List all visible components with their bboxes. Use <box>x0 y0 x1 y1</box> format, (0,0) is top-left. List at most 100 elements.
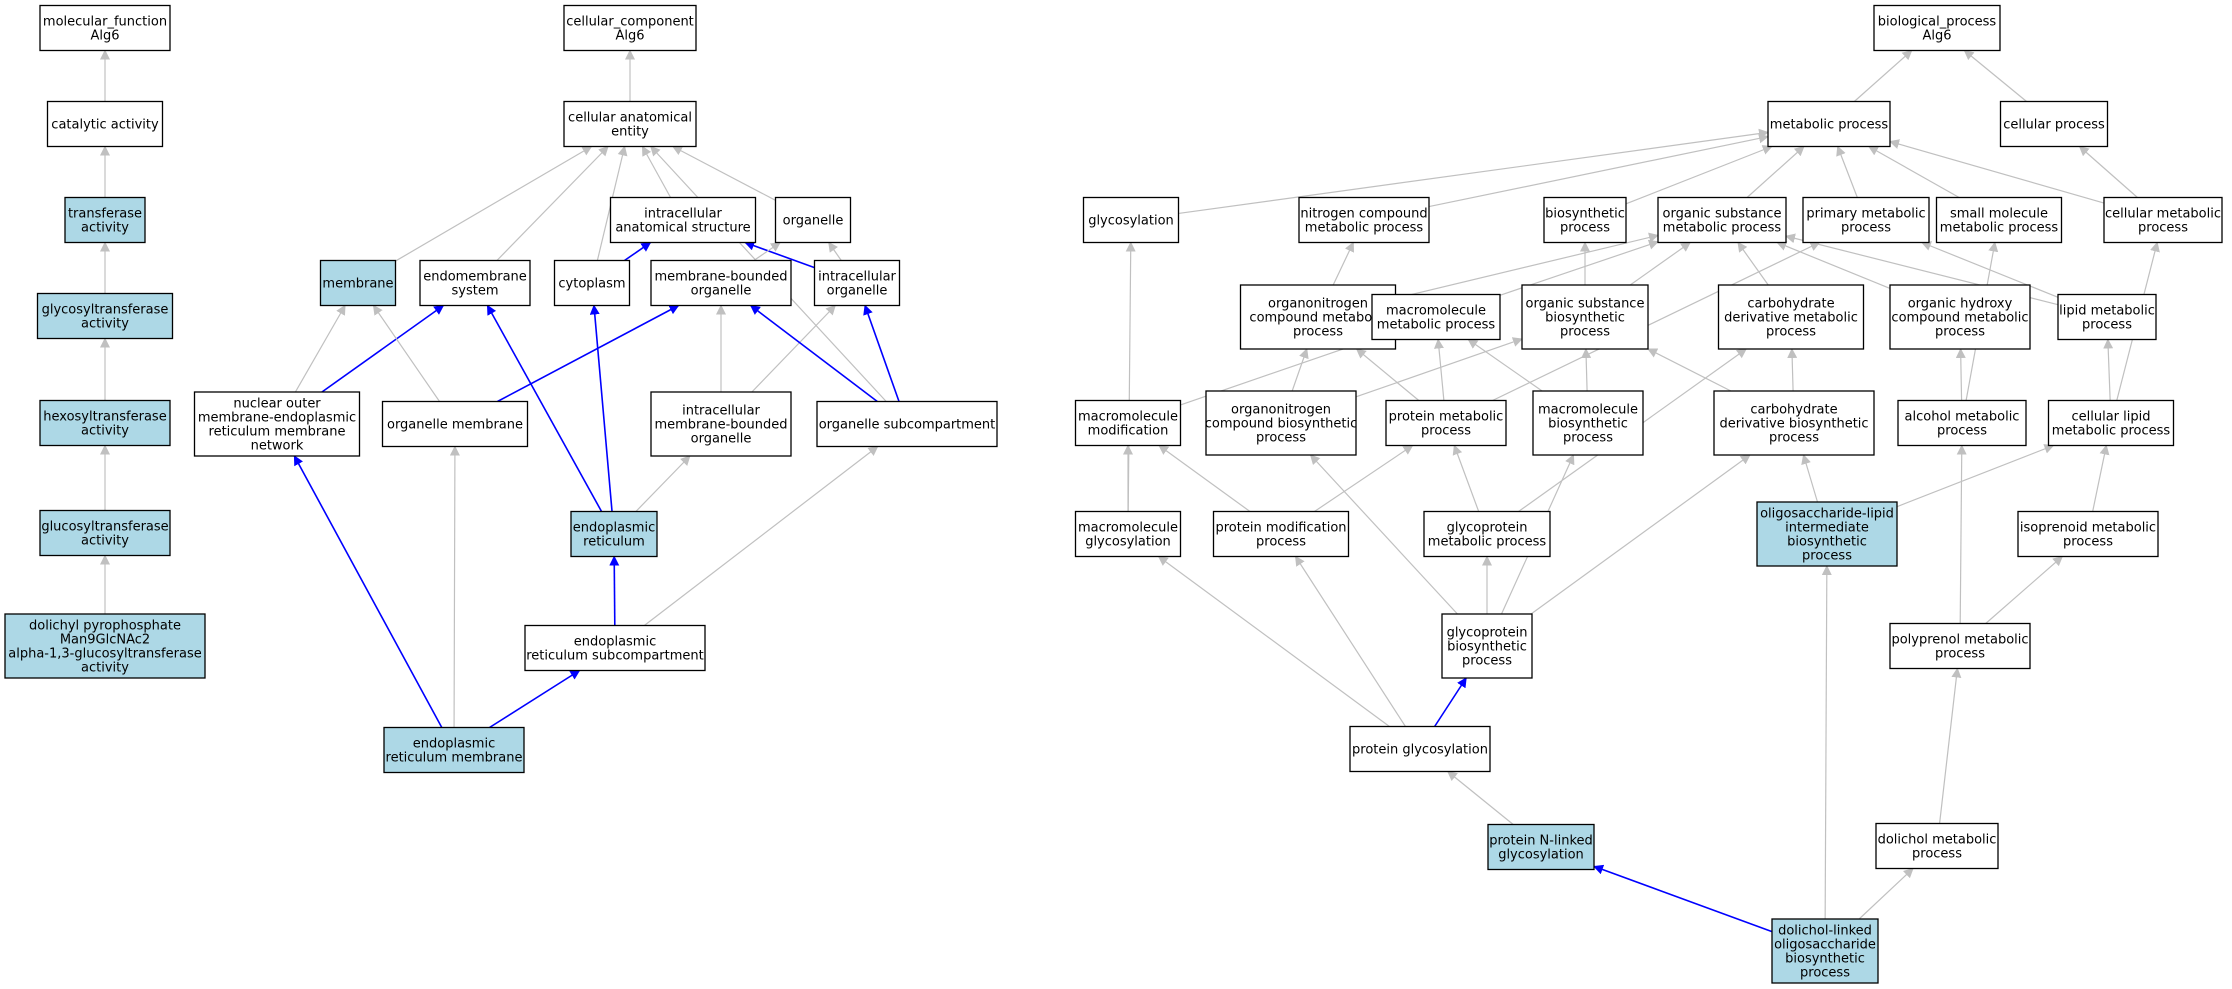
edge-dlobp-to-protnglyc <box>1593 864 1773 933</box>
node-label-line: Alg6 <box>615 29 644 44</box>
node-nuclearouter[interactable]: nuclear outermembrane-endoplasmicreticul… <box>193 391 361 457</box>
edge-protmod-to-protmp <box>1314 444 1414 512</box>
node-box <box>1521 284 1649 350</box>
node-label-line: lipid metabolic <box>2059 304 2155 319</box>
node-box <box>1875 822 1999 870</box>
node-box <box>774 196 852 244</box>
edge-protglyc-to-protmod <box>1295 555 1406 727</box>
node-orgsub[interactable]: organelle subcompartment <box>816 400 998 448</box>
edge-alcoholmp-to-ohcmp <box>1955 348 1966 401</box>
node-label-line: cellular_component <box>566 15 694 30</box>
edge-orgmem-to-membrane <box>372 304 441 402</box>
node-cytoplasm[interactable]: cytoplasm <box>553 259 631 307</box>
edge-orgmem-to-mbo <box>497 304 680 403</box>
node-label-line: dolichol metabolic <box>1878 833 1997 848</box>
node-box <box>36 292 174 340</box>
edge-ermem-to-ersub <box>489 669 581 729</box>
node-cellproc[interactable]: cellular process <box>1999 100 2109 148</box>
edge-isoprenoidmp-to-celllipidmp <box>2092 444 2110 512</box>
edge-er-to-endomembrane <box>486 304 603 512</box>
node-membrane[interactable]: membrane <box>319 259 397 307</box>
node-box <box>39 4 171 52</box>
edge-ersub-to-orgsub <box>643 445 879 626</box>
node-box <box>570 510 658 558</box>
node-label-line: dolichol-linked <box>1778 924 1872 939</box>
node-label-line: process <box>1256 431 1306 446</box>
node-orgmem[interactable]: organelle membrane <box>381 400 529 448</box>
edge-cdbp-to-cdmp <box>1787 348 1798 392</box>
node-label-line: catalytic activity <box>51 118 159 133</box>
node-metab[interactable]: metabolic process <box>1767 100 1891 148</box>
edge-ohcmp-to-osmp <box>1776 241 1891 290</box>
node-organelle[interactable]: organelle <box>774 196 852 244</box>
node-label-line: organelle subcompartment <box>819 418 996 433</box>
node-olibp[interactable]: oligosaccharide-lipidintermediatebiosynt… <box>1756 501 1898 567</box>
node-label-line: process <box>1766 325 1816 340</box>
node-protglyc[interactable]: protein glycosylation <box>1349 725 1491 773</box>
edge-polyprenolmp-to-alcoholmp <box>1956 444 1967 624</box>
node-label-line: network <box>251 439 304 454</box>
node-label-line: organic substance <box>1526 297 1645 312</box>
node-dlobp[interactable]: dolichol-linkedoligosaccharidebiosynthet… <box>1771 918 1879 984</box>
node-label-line: process <box>1800 966 1850 981</box>
node-label-line: organelle <box>783 214 844 229</box>
node-label-line: nitrogen compound <box>1300 207 1427 222</box>
node-glycosylation[interactable]: glycosylation <box>1082 196 1180 244</box>
node-dolichylpp[interactable]: dolichyl pyrophosphateMan9GlcNAc2alpha-1… <box>4 613 206 679</box>
edge-polyprenolmp-to-isoprenoidmp <box>1985 555 2064 624</box>
edge-oncmp-to-ncmp <box>1332 241 1354 286</box>
edge-er-to-imbo <box>635 455 691 512</box>
node-label-line: cellular lipid <box>2071 410 2150 425</box>
node-box <box>1935 196 2063 244</box>
node-label-line: reticulum membrane <box>386 751 523 766</box>
edge-ncmp-to-metab <box>1428 133 1769 208</box>
node-box <box>524 624 706 672</box>
node-catalytic[interactable]: catalytic activity <box>46 100 164 148</box>
node-box <box>383 726 525 774</box>
